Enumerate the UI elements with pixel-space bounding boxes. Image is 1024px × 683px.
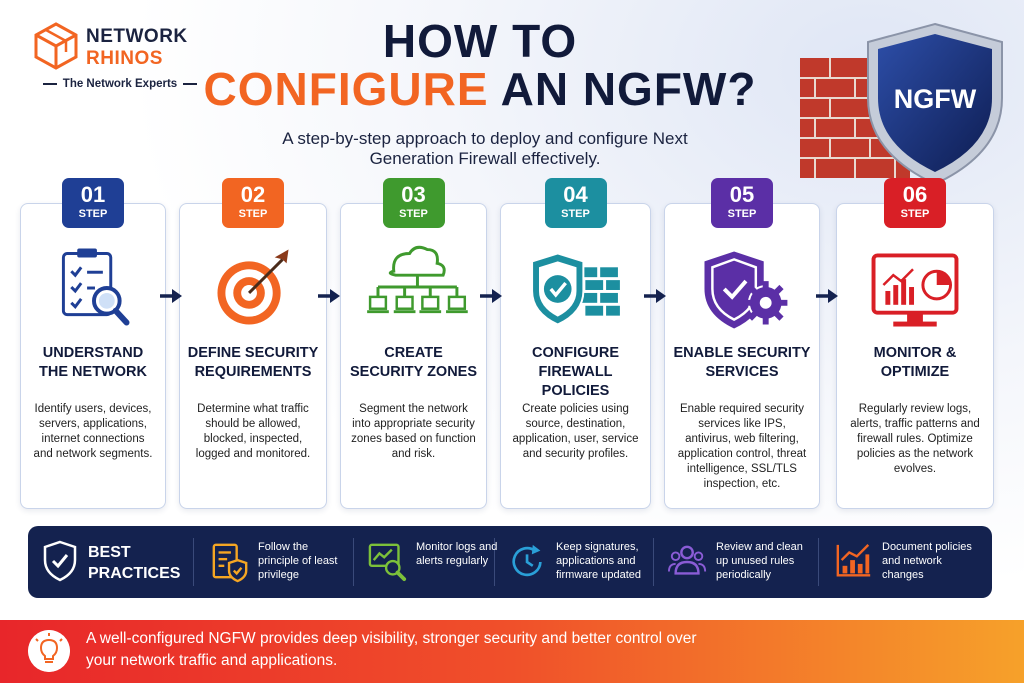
best-practice-text: Document policies and network changes (882, 541, 972, 581)
footer-banner: A well-configured NGFW provides deep vis… (0, 620, 1024, 683)
brand-logo: NETWORK RHINOS The Network Experts (30, 20, 220, 100)
arrow-right-icon (816, 289, 838, 303)
step-title: DEFINE SECURITY REQUIREMENTS (187, 345, 319, 380)
firewall-shield-graphic: NGFW (800, 22, 1003, 186)
best-practice-text: Review and clean up unused rules periodi… (716, 541, 803, 581)
ngfw-shield-icon (867, 22, 1003, 186)
divider (193, 538, 194, 586)
step-title: CREATE SECURITY ZONES (349, 345, 478, 380)
step-number: 06 (902, 182, 928, 207)
best-practices-title: BEST PRACTICES (88, 544, 181, 582)
page-title-line1: HOW TO (382, 15, 578, 67)
monitor-search-icon (368, 543, 407, 582)
chart-trend-icon (836, 544, 871, 577)
best-practice-text: Monitor logs and alerts regularly (416, 541, 498, 567)
footer-text: A well-configured NGFW provides deep vis… (86, 630, 697, 669)
brand-tagline: The Network Experts (30, 78, 210, 90)
step-title: ENABLE SECURITY SERVICES (673, 345, 811, 380)
checklist-shield-icon (212, 543, 248, 583)
page-subtitle: A step-by-step approach to deploy and co… (282, 129, 688, 168)
best-practice-text: Follow the principle of least privilege (258, 541, 338, 581)
divider (653, 538, 654, 586)
divider (353, 538, 354, 586)
step-card: ENABLE SECURITY SERVICES Enable required… (664, 203, 820, 509)
title-rest: AN NGFW? (488, 63, 757, 115)
lightbulb-icon (28, 630, 70, 672)
divider (494, 538, 495, 586)
step-card: MONITOR & OPTIMIZE Regularly review logs… (836, 203, 994, 509)
cloud-network-icon (367, 245, 468, 314)
step-description: Segment the network into appropriate sec… (351, 403, 476, 460)
step-card: DEFINE SECURITY REQUIREMENTS Determine w… (179, 203, 327, 509)
step-description: Create policies using source, destinatio… (512, 403, 639, 460)
target-dart-icon (217, 249, 289, 325)
shield-gear-icon (704, 251, 788, 329)
best-practice-item: Keep signatures, applications and firmwa… (508, 536, 648, 588)
step-title: UNDERSTAND THE NETWORK (39, 345, 147, 380)
refresh-clock-icon (512, 544, 542, 577)
step-card: CREATE SECURITY ZONES Segment the networ… (340, 203, 487, 509)
step-description: Enable required security services like I… (677, 403, 807, 490)
brand-name-line2: RHINOS (86, 48, 163, 69)
arrow-right-icon (644, 289, 666, 303)
step-number: 01 (80, 182, 106, 207)
step-title: MONITOR & OPTIMIZE (873, 345, 957, 380)
step-description: Regularly review logs, alerts, traffic p… (850, 403, 980, 475)
step-title: CONFIGURE FIREWALL POLICIES (532, 345, 619, 399)
shield-firewall-icon (531, 252, 620, 326)
best-practices-bar: BEST PRACTICES Follow the principle of l… (28, 526, 992, 598)
brand-name-line1: NETWORK (86, 26, 188, 47)
best-practice-text: Keep signatures, applications and firmwa… (556, 541, 641, 581)
step-label: STEP (238, 208, 268, 220)
step-label: STEP (900, 208, 930, 220)
step-description: Determine what traffic should be allowed… (195, 403, 311, 460)
page-title-line2: CONFIGURE AN NGFW? (0, 62, 960, 116)
best-practice-item: Document policies and network changes (834, 536, 984, 588)
step-card: UNDERSTAND THE NETWORK Identify users, d… (20, 203, 166, 509)
step-description: Identify users, devices, servers, applic… (33, 403, 153, 460)
cube-logo-icon (34, 22, 78, 70)
title-accent: CONFIGURE (203, 63, 489, 115)
shield-label: NGFW (894, 84, 977, 114)
arrow-right-icon (480, 289, 502, 303)
arrow-right-icon (160, 289, 182, 303)
step-number: 03 (401, 182, 426, 207)
step-label: STEP (561, 208, 590, 220)
step-number: 02 (240, 182, 266, 207)
best-practice-item: Review and clean up unused rules periodi… (668, 536, 808, 588)
best-practice-item: Monitor logs and alerts regularly (368, 536, 508, 588)
step-label: STEP (78, 208, 108, 220)
shield-check-icon (43, 540, 77, 582)
divider (818, 538, 819, 586)
step-number: 05 (729, 182, 755, 207)
step-label: STEP (399, 208, 428, 220)
users-icon (668, 545, 707, 575)
monitor-chart-icon (871, 253, 959, 327)
step-card: CONFIGURE FIREWALL POLICIES Create polic… (500, 203, 651, 509)
arrow-right-icon (318, 289, 340, 303)
step-number: 04 (563, 182, 588, 207)
checklist-magnifier-icon (61, 248, 130, 326)
best-practice-item: Follow the principle of least privilege (210, 536, 350, 588)
step-label: STEP (727, 208, 757, 220)
